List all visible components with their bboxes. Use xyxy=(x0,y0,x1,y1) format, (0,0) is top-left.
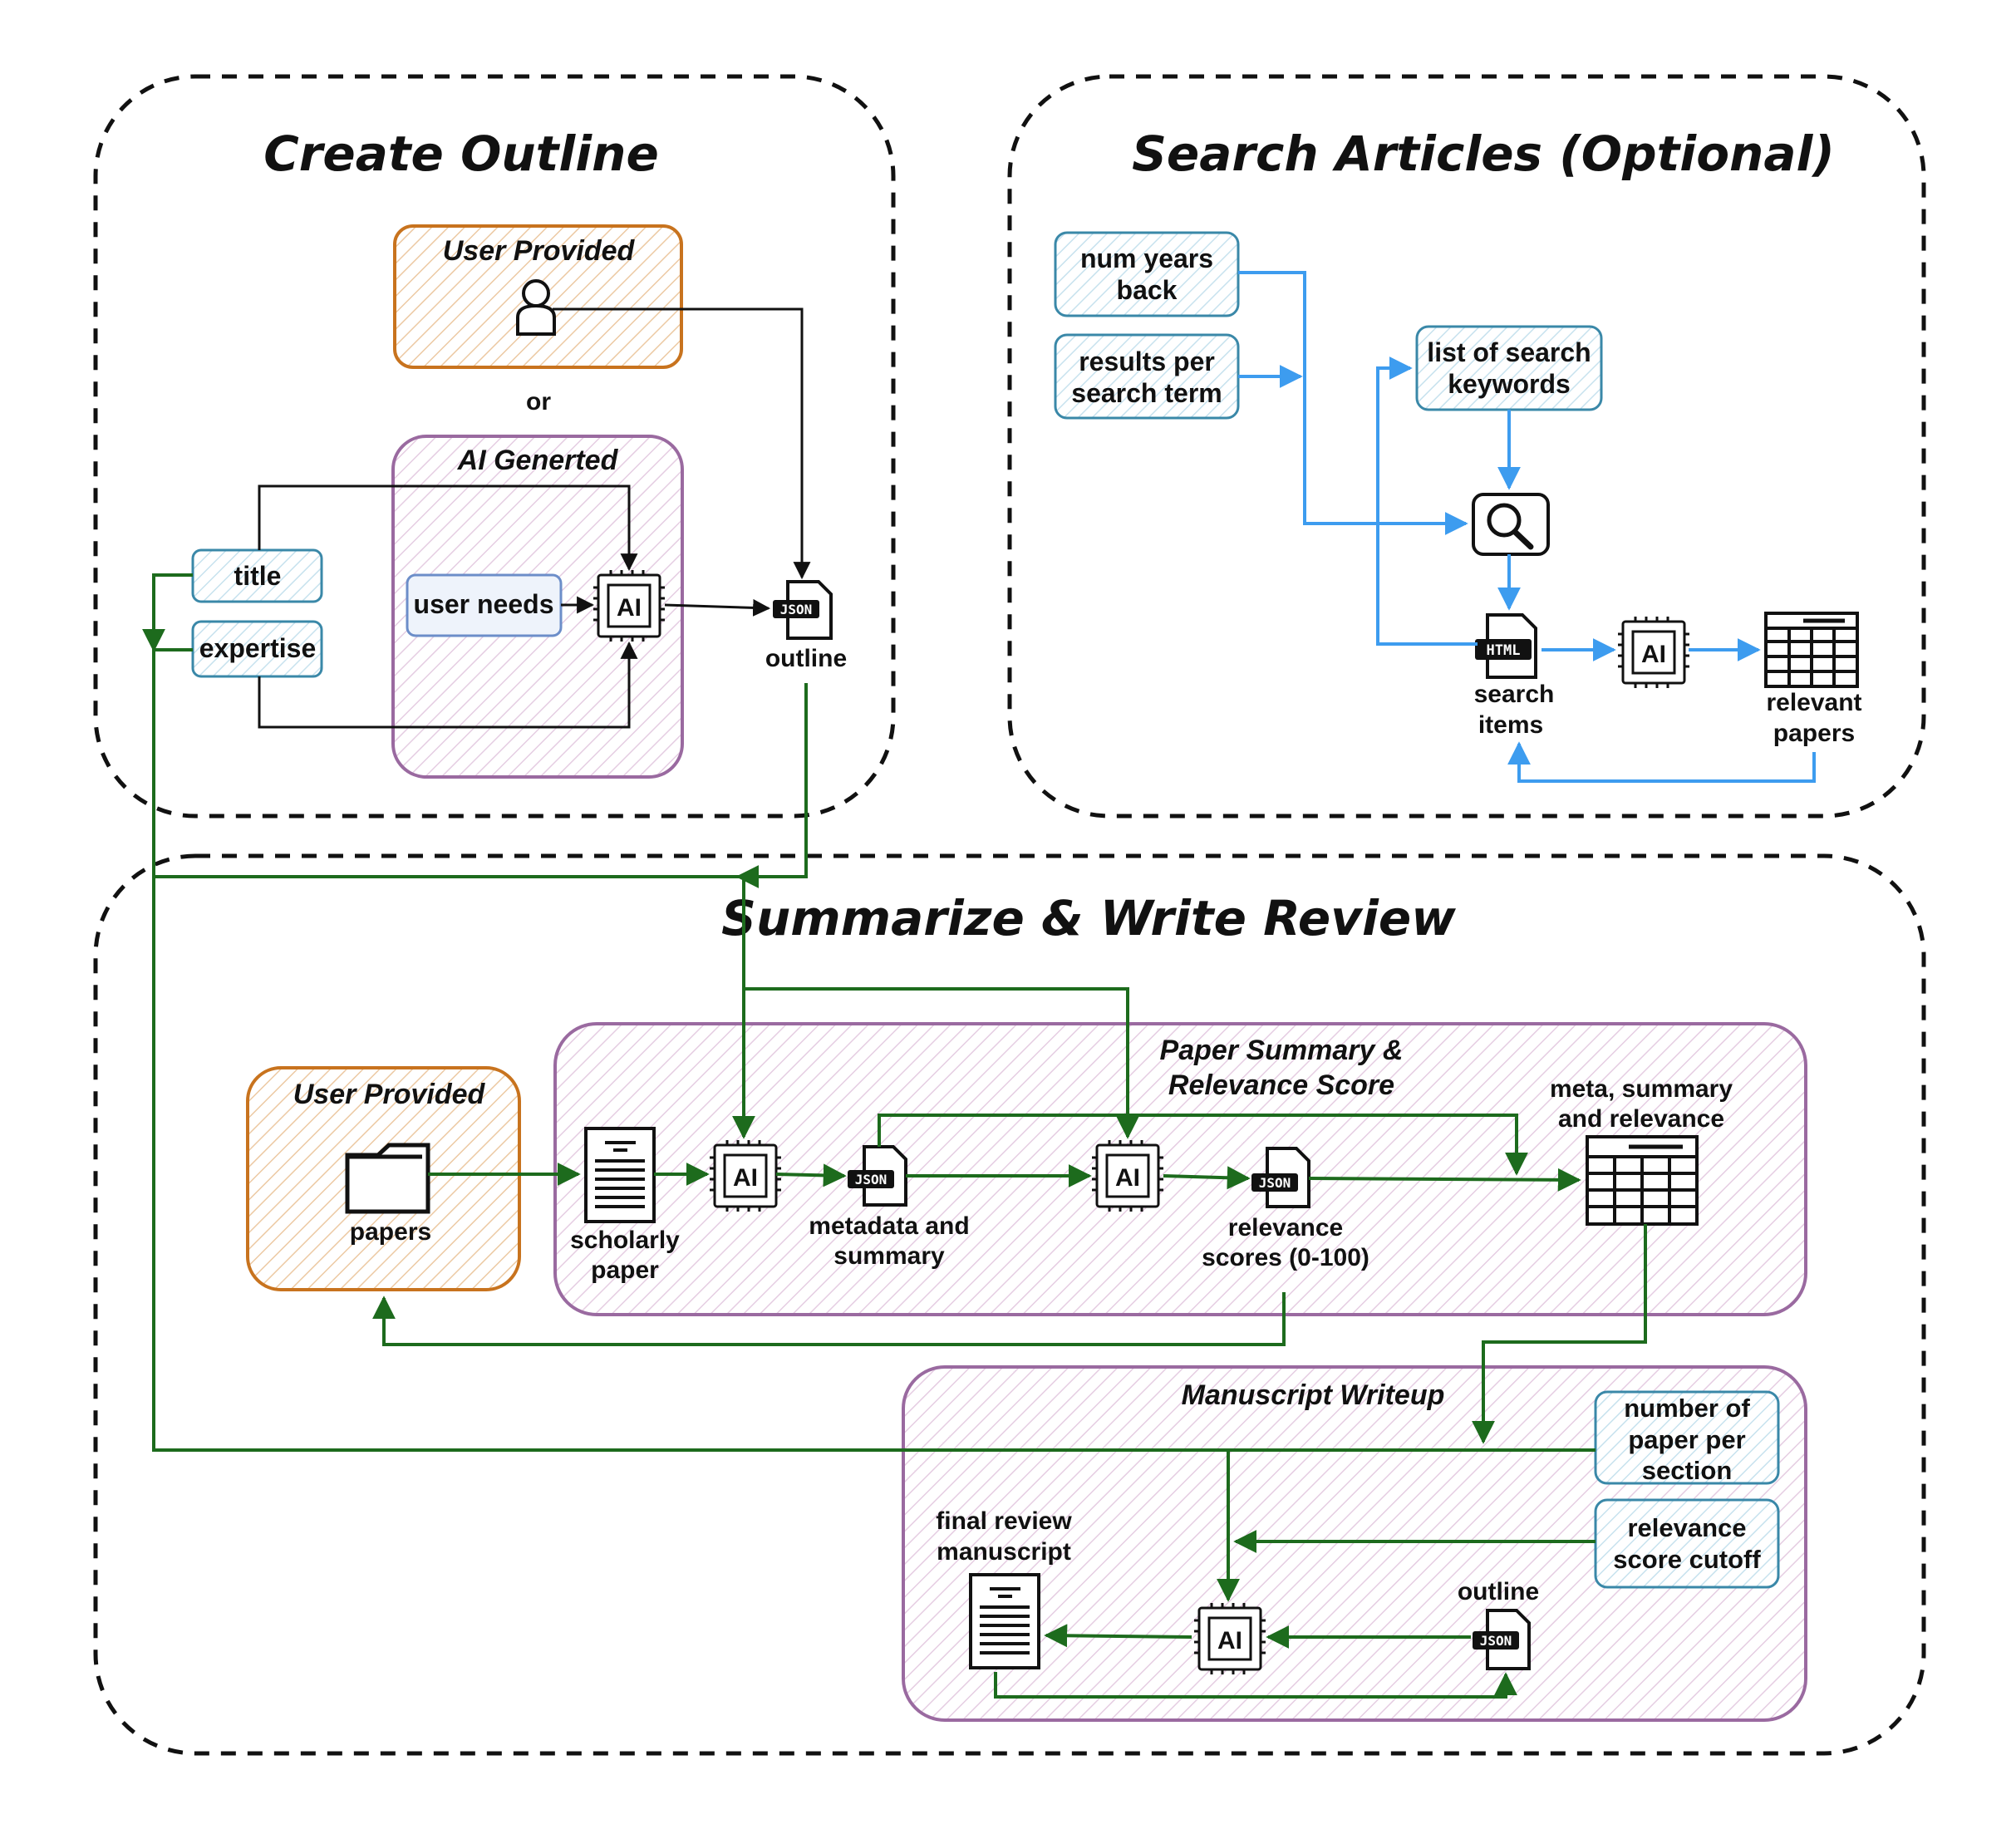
years-to-search-arrow xyxy=(1238,271,1468,535)
title-label: title xyxy=(234,561,282,591)
json-file-label: JSON xyxy=(1480,1633,1512,1649)
json-file-icon xyxy=(848,1145,907,1207)
ai-chip-label: AI xyxy=(1115,1164,1140,1192)
results-per-term-line1: results per xyxy=(1079,347,1215,376)
expertise-label: expertise xyxy=(199,633,317,663)
html-file-icon xyxy=(1475,613,1537,679)
ai3-to-manuscript-flow xyxy=(1044,1624,1192,1648)
summarize-review-title: Summarize & Write Review xyxy=(721,890,1456,946)
ai-chip-icon xyxy=(1618,617,1689,688)
papers-to-items-arrow xyxy=(1507,741,1816,783)
expertise-left-flow xyxy=(152,648,1240,1602)
json-file-label: JSON xyxy=(855,1172,888,1187)
relevance-cutoff-line2: score cutoff xyxy=(1613,1545,1761,1574)
relevance-cutoff-box xyxy=(1594,1498,1780,1589)
metadata-summary-line2: summary xyxy=(833,1242,945,1270)
outline-label: outline xyxy=(765,645,847,672)
document-icon xyxy=(584,1127,656,1223)
ai-generated-label: AI Generted xyxy=(457,445,619,476)
scholarly-paper-line2: paper xyxy=(591,1256,659,1284)
user-provided-papers-label: User Provided xyxy=(293,1079,486,1110)
manuscript-to-outline-flow xyxy=(994,1672,1517,1699)
final-manuscript-line2: manuscript xyxy=(937,1538,1071,1566)
table-icon xyxy=(1764,612,1859,688)
ai-chip-label: AI xyxy=(617,594,642,622)
json-file-label: JSON xyxy=(780,602,813,617)
ai-chip-icon xyxy=(1194,1603,1266,1674)
relevance-scores-line2: scores (0-100) xyxy=(1202,1244,1369,1271)
papers-label: papers xyxy=(350,1218,431,1246)
json-file-icon xyxy=(1251,1147,1310,1208)
table-icon xyxy=(1586,1135,1699,1226)
table-to-manuscript-flow xyxy=(1472,1224,1647,1444)
search-icon xyxy=(1472,493,1550,556)
metadata-summary-line1: metadata and xyxy=(809,1212,969,1240)
num-years-back-line2: back xyxy=(1117,275,1178,305)
ai-chip-label: AI xyxy=(1641,641,1666,668)
relevance-to-table-flow xyxy=(1308,1168,1581,1192)
metadata-to-table-flow xyxy=(878,1114,1528,1176)
json-file-icon xyxy=(1473,1609,1531,1670)
json-file-icon xyxy=(773,580,833,640)
relevance-to-papers-flow xyxy=(372,1292,1286,1346)
paper-summary-group xyxy=(553,1022,1807,1316)
expertise-to-ai-arrow xyxy=(258,641,638,729)
or-label: or xyxy=(526,388,551,415)
user-provided-label: User Provided xyxy=(443,235,636,267)
number-per-section-line2: paper per xyxy=(1628,1425,1745,1454)
user-to-outline-arrow xyxy=(553,307,811,580)
ai-chip-label: AI xyxy=(733,1164,758,1192)
summarize-review-section xyxy=(93,853,1926,1756)
results-per-term-line2: search term xyxy=(1071,378,1222,408)
items-to-keywords-arrow xyxy=(1376,356,1478,646)
ai-chip-label: AI xyxy=(1217,1627,1242,1654)
manuscript-outline-label: outline xyxy=(1458,1578,1539,1605)
meta-summary-line1: meta, summary xyxy=(1550,1075,1733,1103)
folder-icon xyxy=(345,1143,430,1214)
ai2-to-relevance-flow xyxy=(1163,1166,1251,1190)
search-items-line1: search xyxy=(1474,681,1555,708)
document-icon xyxy=(969,1573,1040,1669)
relevance-scores-line1: relevance xyxy=(1228,1214,1343,1241)
user-needs-label: user needs xyxy=(414,589,554,619)
keywords-line2: keywords xyxy=(1448,369,1571,399)
relevant-papers-line2: papers xyxy=(1773,720,1855,747)
relevant-papers-line1: relevant xyxy=(1766,689,1861,716)
title-to-ai-arrow xyxy=(258,484,638,572)
relevance-cutoff-line1: relevance xyxy=(1627,1513,1746,1542)
final-manuscript-line1: final review xyxy=(936,1507,1072,1535)
ai1-to-json-flow xyxy=(775,1163,847,1187)
paper-summary-line1: Paper Summary & xyxy=(1160,1035,1404,1066)
html-file-label: HTML xyxy=(1487,642,1521,659)
ai-chip-icon xyxy=(593,570,665,642)
number-per-section-box xyxy=(1594,1390,1780,1485)
search-articles-section xyxy=(1007,74,1926,819)
number-per-section-line1: number of xyxy=(1624,1394,1750,1423)
create-outline-section xyxy=(93,74,896,819)
ai-chip-icon xyxy=(1092,1140,1163,1212)
bus-to-ai2 xyxy=(744,987,1139,1139)
search-items-line2: items xyxy=(1478,711,1543,739)
keywords-line1: list of search xyxy=(1427,337,1591,367)
user-icon xyxy=(516,279,556,336)
manuscript-writeup-label: Manuscript Writeup xyxy=(1182,1379,1445,1411)
ai-chip-icon xyxy=(710,1140,781,1212)
title-to-left-flow xyxy=(142,573,193,652)
create-outline-title: Create Outline xyxy=(263,125,659,182)
number-per-section-line3: section xyxy=(1642,1456,1733,1485)
paper-summary-line2: Relevance Score xyxy=(1168,1069,1394,1101)
manuscript-writeup-group xyxy=(902,1365,1807,1722)
ai-to-outline-arrow xyxy=(664,598,771,617)
num-years-back-line1: num years xyxy=(1080,243,1213,273)
meta-summary-line2: and relevance xyxy=(1558,1105,1724,1133)
search-articles-title: Search Articles (Optional) xyxy=(1132,125,1835,182)
json-file-label: JSON xyxy=(1259,1175,1291,1191)
scholarly-paper-line1: scholarly xyxy=(570,1227,680,1254)
